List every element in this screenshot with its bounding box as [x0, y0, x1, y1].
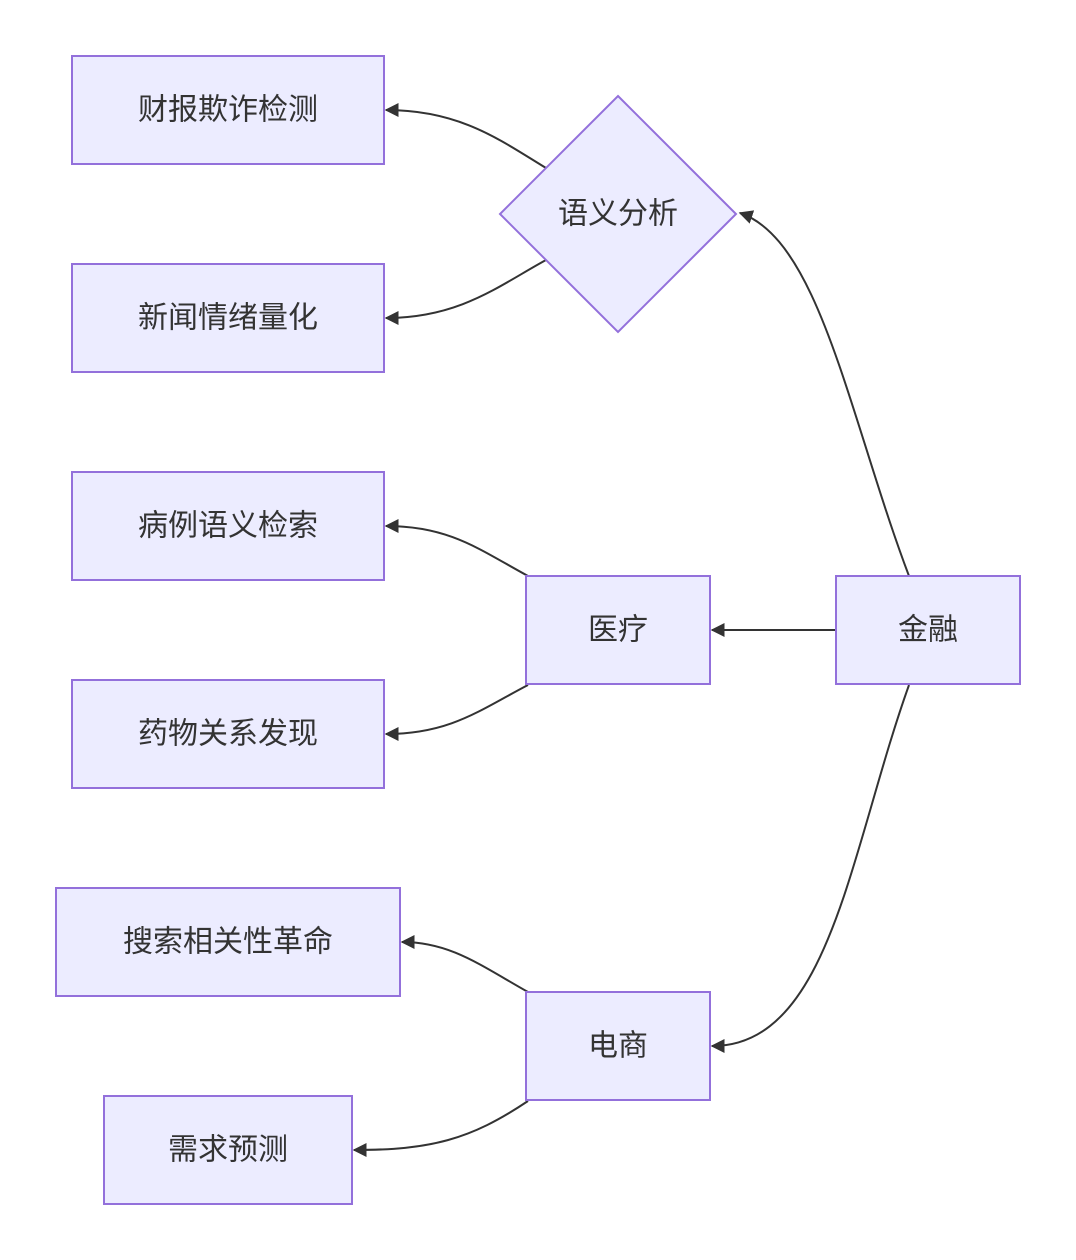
edge-ecommerce-to-demand	[352, 1100, 529, 1157]
edge-medical-to-drug	[384, 684, 529, 741]
node-fraud-detection[interactable]: 财报欺诈检测	[71, 55, 385, 165]
node-demand-forecast[interactable]: 需求预测	[103, 1095, 353, 1205]
node-drug-relation-label: 药物关系发现	[138, 717, 318, 752]
edge-semantic-to-sentiment	[384, 259, 547, 325]
node-news-sentiment-label: 新闻情绪量化	[138, 301, 318, 336]
node-finance[interactable]: 金融	[835, 575, 1021, 685]
node-search-relevance[interactable]: 搜索相关性革命	[55, 887, 401, 997]
node-case-search-label: 病例语义检索	[138, 509, 318, 544]
edge-finance-to-ecommerce	[710, 684, 910, 1053]
nodes: 金融 语义分析 医疗 电商 财报欺诈检测 新闻情绪量化 病例语义检索	[55, 55, 1021, 1205]
node-demand-forecast-label: 需求预测	[168, 1133, 288, 1168]
node-drug-relation[interactable]: 药物关系发现	[71, 679, 385, 789]
node-semantic-analysis-label: 语义分析	[558, 197, 678, 232]
edges	[352, 103, 910, 1157]
node-ecommerce-label: 电商	[588, 1029, 648, 1064]
edge-finance-to-semantic	[738, 210, 910, 577]
node-medical[interactable]: 医疗	[525, 575, 711, 685]
edge-semantic-to-fraud	[384, 103, 547, 169]
edge-medical-to-case-search	[384, 519, 529, 577]
node-case-search[interactable]: 病例语义检索	[71, 471, 385, 581]
node-finance-label: 金融	[898, 613, 958, 648]
node-semantic-analysis[interactable]: 语义分析	[498, 94, 738, 334]
node-search-relevance-label: 搜索相关性革命	[123, 925, 333, 960]
edge-ecommerce-to-search	[400, 935, 529, 993]
node-ecommerce[interactable]: 电商	[525, 991, 711, 1101]
node-medical-label: 医疗	[588, 613, 648, 648]
node-fraud-detection-label: 财报欺诈检测	[138, 93, 318, 128]
node-news-sentiment[interactable]: 新闻情绪量化	[71, 263, 385, 373]
